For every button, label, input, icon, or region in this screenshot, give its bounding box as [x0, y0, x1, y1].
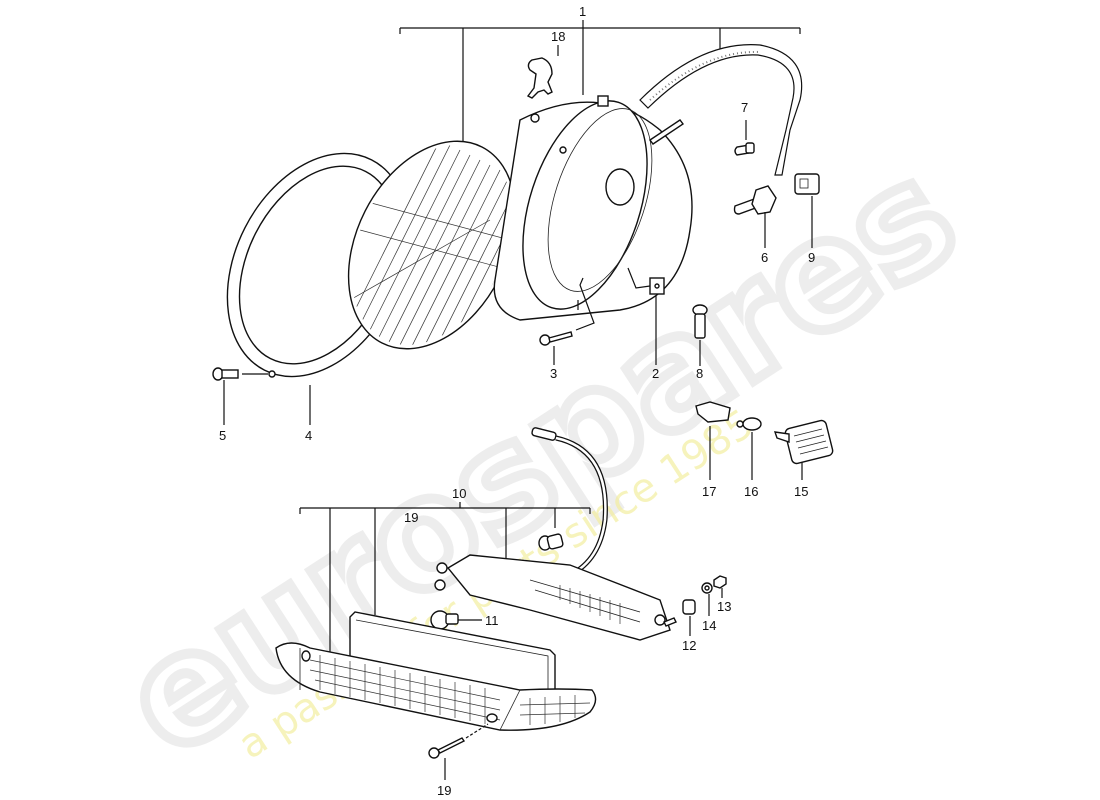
turn-signal-housing [434, 554, 677, 641]
callout-19-bracket: 19 [404, 510, 418, 525]
screw-part-5: 5 [212, 367, 276, 443]
callout-7: 7 [741, 100, 748, 115]
callout-12: 12 [682, 638, 696, 653]
callout-18: 18 [551, 29, 565, 44]
group-bracket-1: 1 [399, 4, 801, 150]
callout-11: 11 [485, 613, 499, 628]
callout-13: 13 [717, 599, 731, 614]
callout-10: 10 [452, 486, 466, 501]
retaining-spring-part-18: 18 [526, 29, 565, 99]
callout-19: 19 [437, 783, 451, 798]
callout-16: 16 [744, 484, 758, 499]
callout-9: 9 [808, 250, 815, 265]
callout-8: 8 [696, 366, 703, 381]
turn-signal-cable [531, 427, 608, 578]
adjusting-screw-part-8: 8 [692, 304, 708, 381]
screw-part-19: 19 [428, 723, 489, 798]
callout-15: 15 [794, 484, 808, 499]
halogen-bulb-part-6: 6 [733, 185, 777, 265]
side-marker-parts: 17 16 15 [695, 401, 834, 499]
turn-signal-lens [275, 642, 597, 731]
callout-14: 14 [702, 618, 716, 633]
hardware-parts-12-13-14: 12 14 13 [682, 575, 731, 653]
clip-part-2: 2 [627, 267, 665, 381]
turn-signal-bulb-part-11: 11 [430, 610, 499, 630]
group-bracket-10: 10 19 [299, 486, 591, 660]
headlight-lens [329, 139, 545, 373]
callout-2: 2 [652, 366, 659, 381]
callout-3: 3 [550, 366, 557, 381]
callout-6: 6 [761, 250, 768, 265]
callout-1: 1 [579, 4, 586, 19]
connector-part-9: 9 [794, 173, 820, 265]
callout-4: 4 [305, 428, 312, 443]
bulb-socket-turn-signal [538, 533, 564, 551]
callout-17: 17 [702, 484, 716, 499]
gasket [639, 44, 803, 176]
callout-5: 5 [219, 428, 226, 443]
screw-part-3: 3 [539, 277, 595, 381]
headlight-housing [493, 95, 693, 321]
parking-bulb-part-7: 7 [734, 100, 755, 156]
